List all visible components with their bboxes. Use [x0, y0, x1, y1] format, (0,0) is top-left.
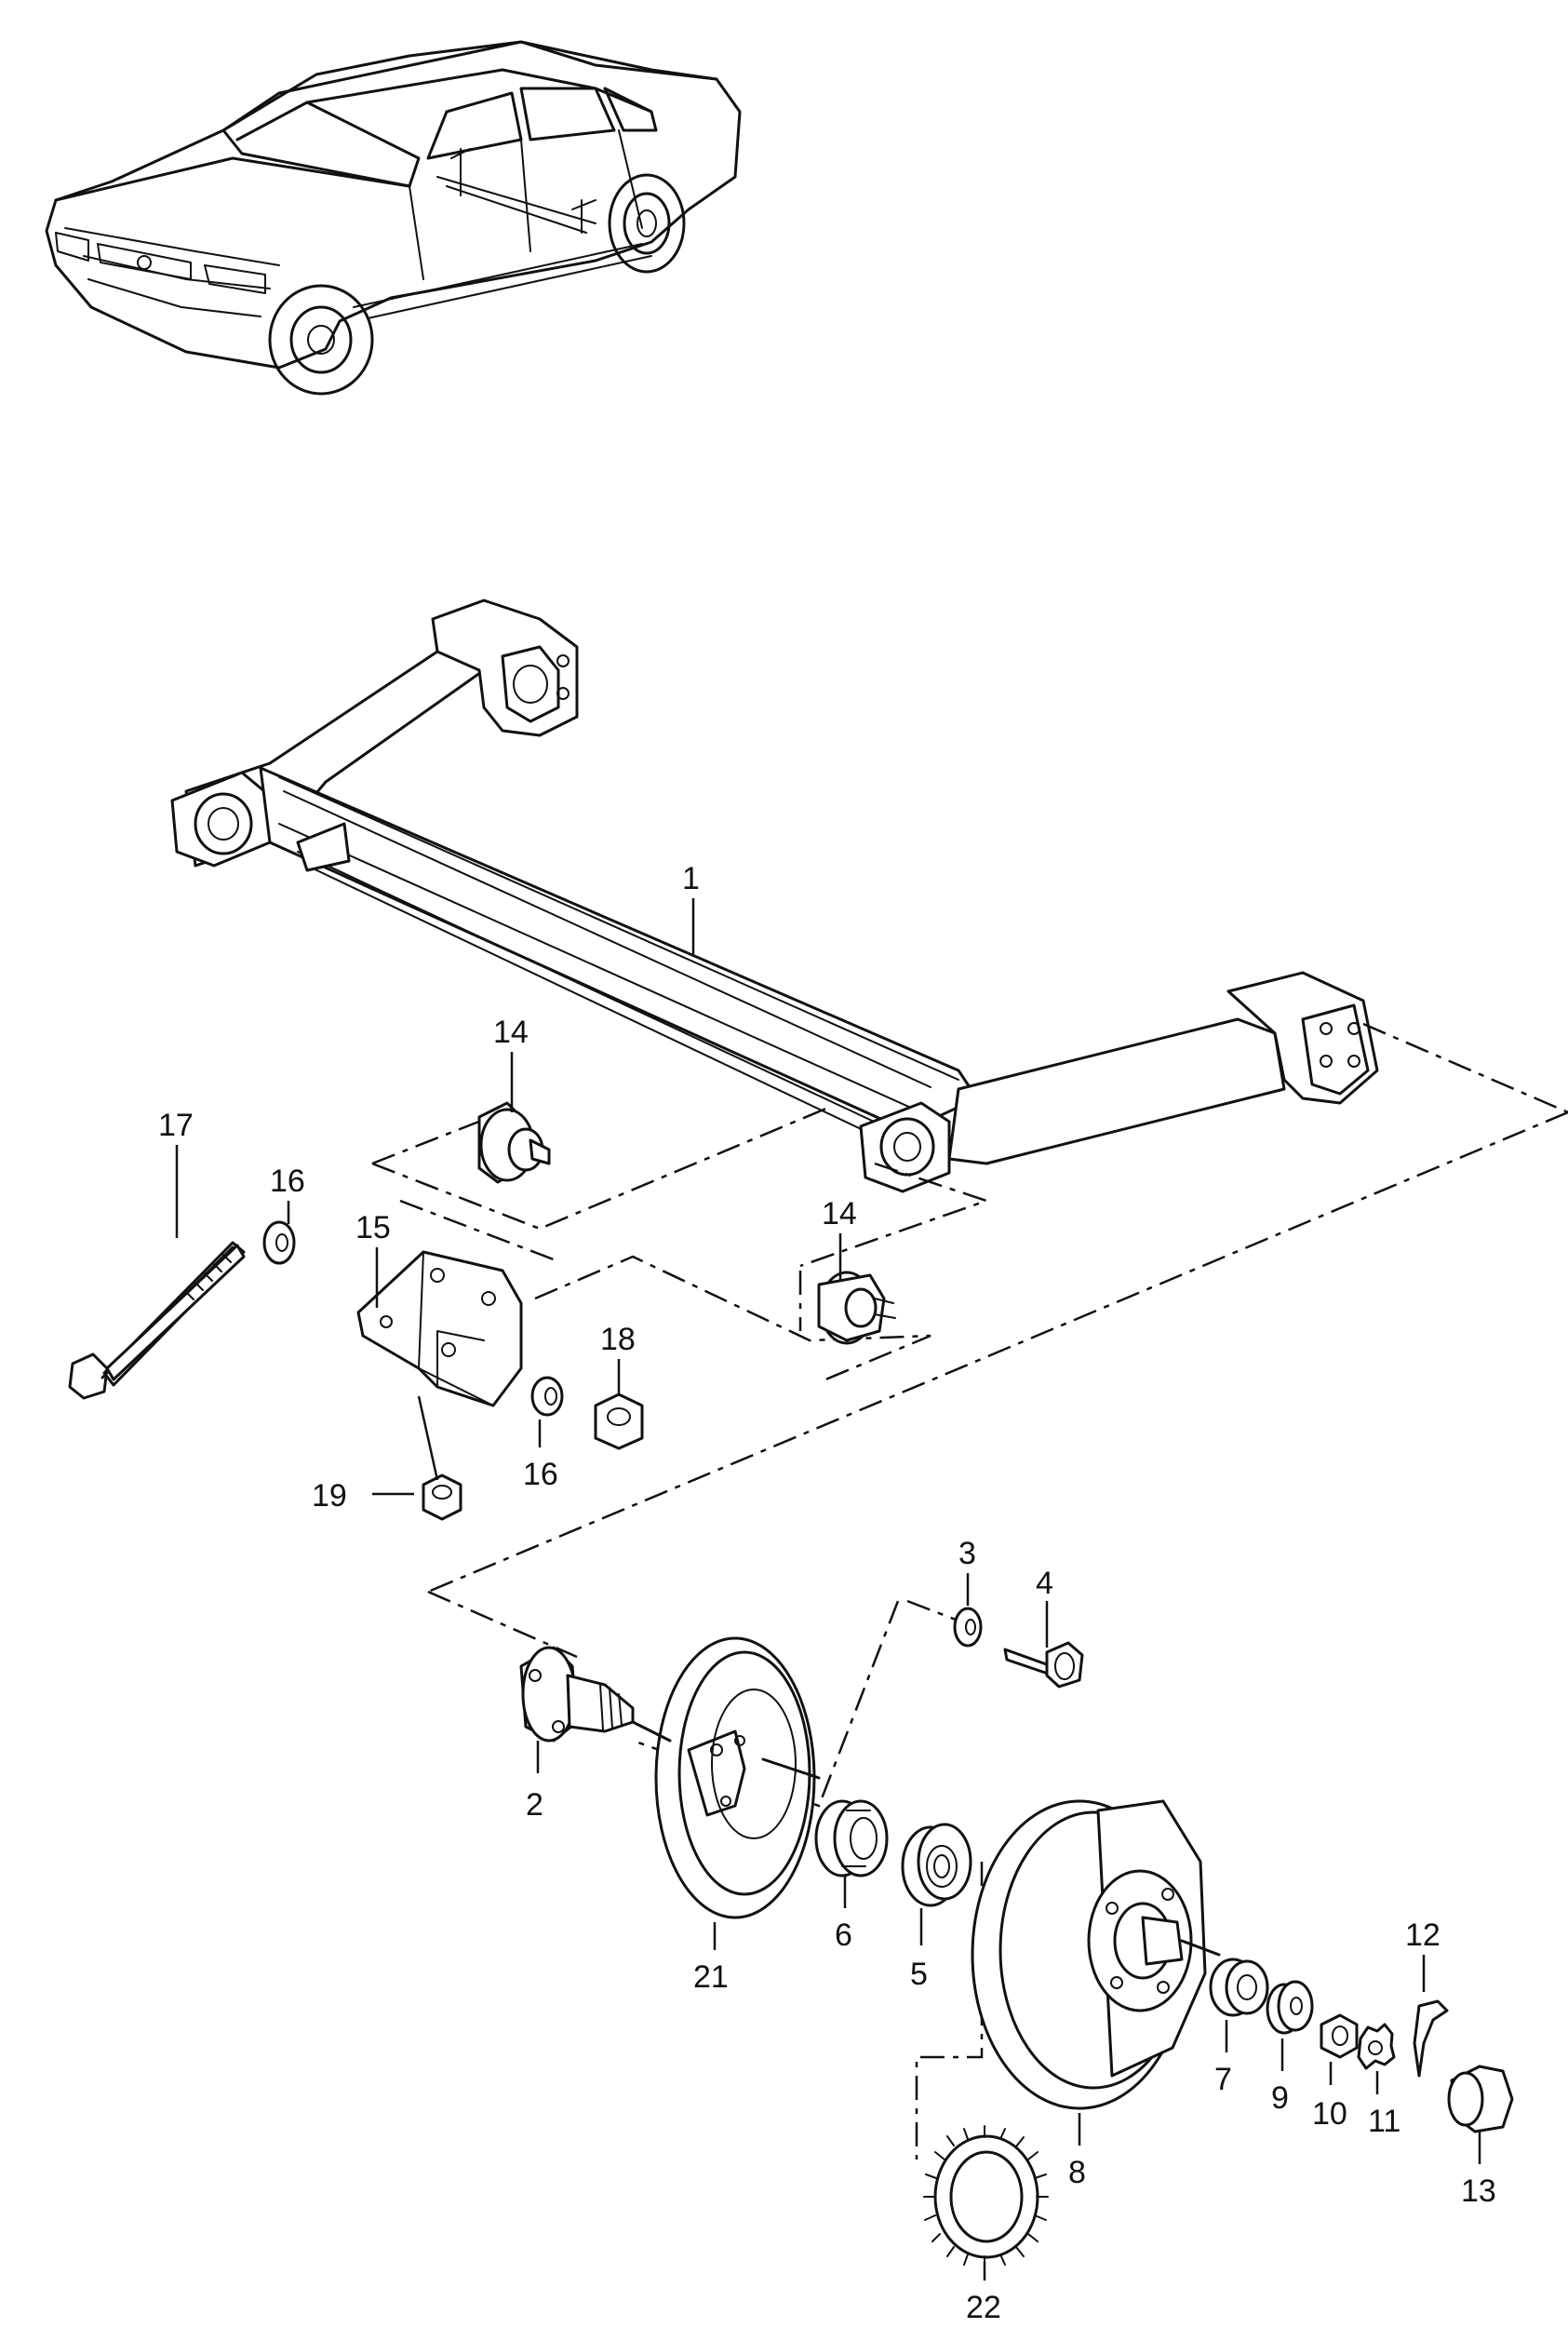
callout-21: 21	[693, 1959, 729, 1995]
nut-18	[594, 1393, 644, 1450]
nut-19	[422, 1474, 462, 1521]
cotter-pin-12	[1413, 1999, 1449, 2078]
callout-16-upper: 16	[270, 1164, 305, 1199]
washer-16-lower	[530, 1376, 564, 1417]
callout-14-upper: 14	[493, 1015, 529, 1050]
callout-6: 6	[835, 1918, 852, 1953]
assembly-reference-lines	[371, 1022, 1568, 2160]
abs-sensor-ring-22	[923, 2125, 1049, 2268]
callout-1: 1	[682, 861, 700, 896]
bolt-17-shaft	[105, 1244, 246, 1381]
callout-8: 8	[1068, 2155, 1086, 2190]
brake-drum-8	[971, 1799, 1221, 2110]
callout-2: 2	[526, 1787, 543, 1823]
callout-14-lower: 14	[822, 1196, 857, 1231]
grease-cap-13	[1447, 2065, 1514, 2133]
callout-3: 3	[958, 1536, 976, 1571]
callout-leader-lines	[175, 898, 1481, 2281]
bearing-5	[901, 1823, 972, 1907]
callout-9: 9	[1271, 2080, 1289, 2116]
callout-13: 13	[1461, 2173, 1496, 2209]
callout-7: 7	[1214, 2062, 1232, 2097]
callout-22: 22	[966, 2290, 1001, 2325]
bushing-14-upper	[477, 1101, 551, 1184]
callout-16-lower: 16	[523, 1457, 558, 1492]
rear-axle-beam	[170, 599, 1379, 1193]
callout-5: 5	[910, 1957, 928, 1992]
lock-ring-11	[1357, 2023, 1396, 2070]
washer-16-upper	[262, 1220, 296, 1265]
bearing-7	[1209, 1958, 1269, 2017]
callout-15: 15	[355, 1210, 391, 1245]
callout-18: 18	[600, 1322, 636, 1357]
callout-11: 11	[1368, 2104, 1400, 2139]
washer-3	[953, 1607, 983, 1648]
hex-nut-10	[1320, 2013, 1359, 2059]
callout-19: 19	[312, 1478, 347, 1514]
mounting-bracket-15	[356, 1250, 523, 1407]
callout-12: 12	[1405, 1918, 1441, 1953]
stub-axle-2	[519, 1646, 635, 1743]
callout-17: 17	[158, 1108, 194, 1143]
callout-10: 10	[1312, 2096, 1347, 2132]
brake-backing-plate-21	[631, 1636, 821, 1919]
vehicle-overview-illustration	[45, 40, 742, 396]
seal-6	[814, 1799, 889, 1877]
callout-labels: 1 2 3 4 5 6 7 8 9 10 11 12 13 14 14 15 1…	[158, 861, 1496, 2325]
thrust-washer-9	[1266, 1980, 1314, 2035]
bushing-14-lower	[817, 1271, 896, 1345]
bolt-4	[1003, 1641, 1084, 1689]
callout-4: 4	[1036, 1566, 1053, 1601]
